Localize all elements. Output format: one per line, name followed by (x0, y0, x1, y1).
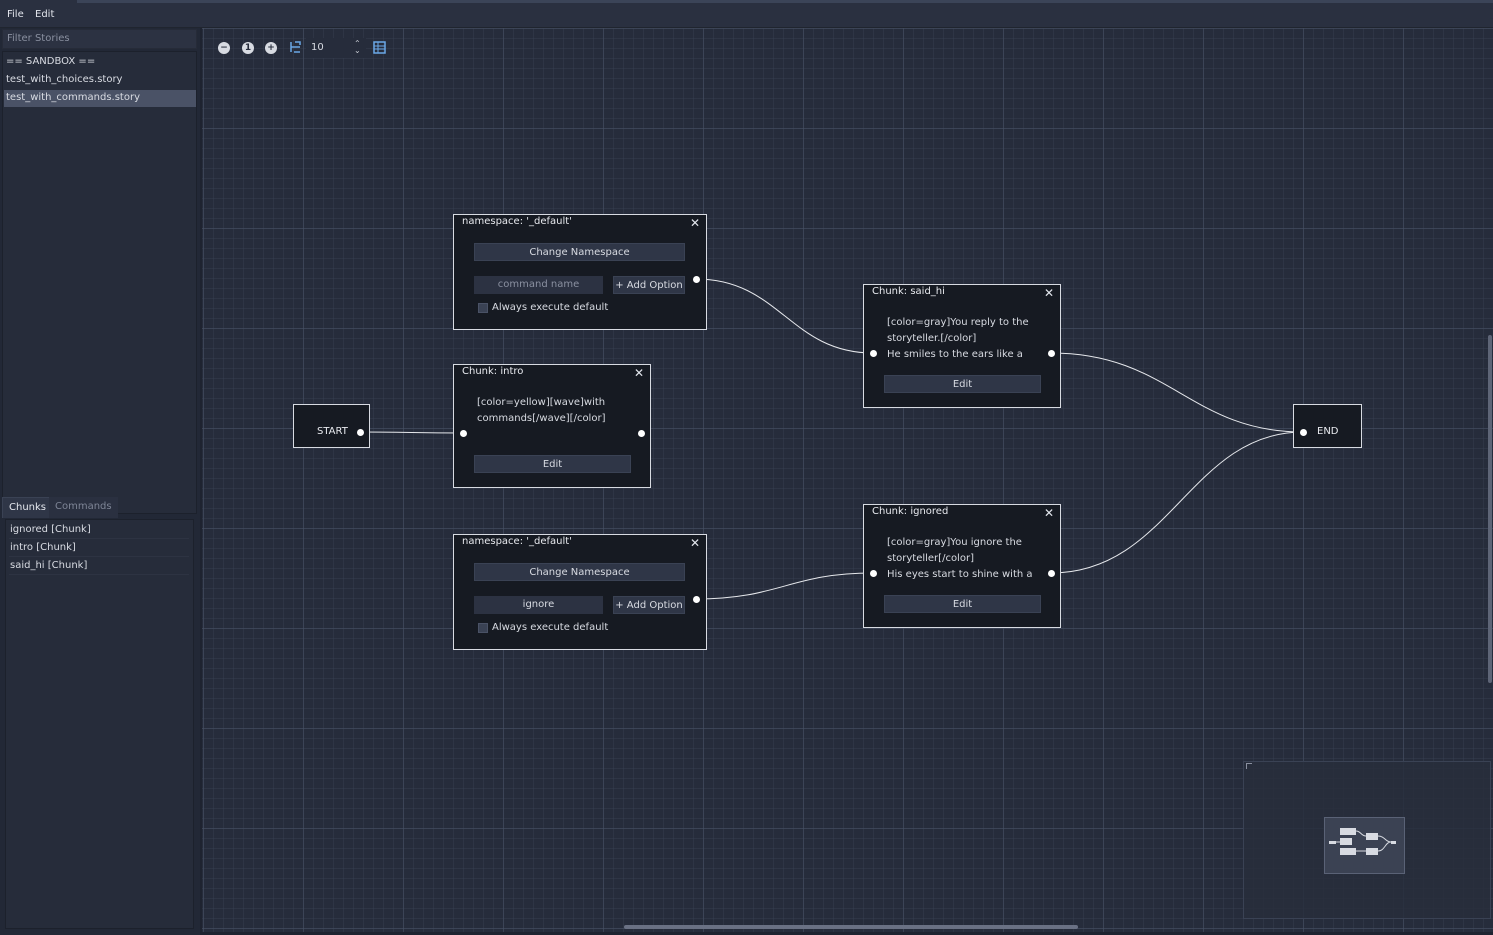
always-default-label: Always execute default (492, 622, 609, 633)
output-port[interactable] (693, 276, 700, 283)
horizontal-scrollbar[interactable] (624, 925, 1078, 929)
command-name-input[interactable]: command name (474, 276, 603, 294)
chunk-list[interactable]: ignored [Chunk] intro [Chunk] said_hi [C… (5, 519, 194, 929)
node-title: Chunk: said_hi (872, 286, 945, 297)
node-title: Chunk: ignored (872, 506, 949, 517)
input-port[interactable] (460, 430, 467, 437)
list-item[interactable]: said_hi [Chunk] (9, 557, 189, 575)
chunk-text: [color=yellow][wave]with commands[/wave]… (477, 397, 606, 424)
output-port[interactable] (1048, 570, 1055, 577)
start-label: START (317, 426, 348, 437)
vertical-scrollbar[interactable] (1488, 335, 1492, 683)
story-item-sandbox[interactable]: == SANDBOX == (6, 56, 96, 67)
change-namespace-button[interactable]: Change Namespace (474, 563, 685, 581)
input-port[interactable] (1300, 429, 1307, 436)
story-item-commands[interactable]: test_with_commands.story (4, 90, 196, 107)
spin-arrows-icon[interactable]: ⌃⌄ (354, 39, 361, 55)
start-node[interactable]: START (293, 404, 370, 448)
minimap-icon[interactable] (373, 41, 386, 54)
edit-button[interactable]: Edit (884, 595, 1041, 613)
minimap-preview (1329, 828, 1396, 855)
close-icon[interactable]: ✕ (689, 216, 700, 230)
minimap-resize-handle[interactable] (1246, 763, 1252, 769)
edit-button[interactable]: Edit (884, 375, 1041, 393)
list-item[interactable]: intro [Chunk] (9, 539, 189, 557)
minimap[interactable] (1243, 761, 1491, 919)
output-port[interactable] (357, 429, 364, 436)
menu-bar: File Edit (0, 0, 1493, 28)
snap-step-input[interactable]: 10 (306, 38, 366, 58)
always-default-checkbox[interactable] (478, 623, 488, 633)
change-namespace-button[interactable]: Change Namespace (474, 243, 685, 261)
output-port[interactable] (1048, 350, 1055, 357)
sidebar-tabs: Chunks Commands (2, 497, 197, 519)
menu-file[interactable]: File (7, 9, 24, 20)
chunk-node-ignored[interactable]: Chunk: ignored ✕ [color=gray]You ignore … (863, 504, 1061, 628)
menu-edit[interactable]: Edit (35, 9, 55, 20)
close-icon[interactable]: ✕ (689, 536, 700, 550)
chunk-node-intro[interactable]: Chunk: intro ✕ [color=yellow][wave]with … (453, 364, 651, 488)
input-port[interactable] (870, 350, 877, 357)
zoom-in-icon[interactable]: + (265, 42, 277, 54)
end-label: END (1317, 426, 1339, 437)
add-option-button[interactable]: + Add Option (613, 276, 685, 294)
output-port[interactable] (638, 430, 645, 437)
chunk-text: [color=gray]You reply to the storyteller… (887, 317, 1029, 360)
command-name-input[interactable]: ignore (474, 596, 603, 614)
zoom-reset-icon[interactable]: 1 (242, 42, 254, 54)
zoom-out-icon[interactable]: − (218, 42, 230, 54)
story-list[interactable]: == SANDBOX == test_with_choices.story te… (2, 51, 197, 514)
chunk-node-said-hi[interactable]: Chunk: said_hi ✕ [color=gray]You reply t… (863, 284, 1061, 408)
add-option-button[interactable]: + Add Option (613, 596, 685, 614)
namespace-node[interactable]: namespace: '_default' ✕ Change Namespace… (453, 534, 707, 650)
end-node[interactable]: END (1293, 404, 1362, 448)
minimap-viewport[interactable] (1324, 817, 1405, 874)
edit-button[interactable]: Edit (474, 455, 631, 473)
close-icon[interactable]: ✕ (1043, 506, 1054, 520)
close-icon[interactable]: ✕ (1043, 286, 1054, 300)
snap-grid-icon[interactable] (289, 41, 302, 54)
node-title: Chunk: intro (462, 366, 524, 377)
tab-commands[interactable]: Commands (49, 497, 118, 518)
node-title: namespace: '_default' (462, 216, 572, 227)
chunk-text: [color=gray]You ignore the storyteller[/… (887, 537, 1033, 580)
sidebar: Filter Stories == SANDBOX == test_with_c… (0, 28, 200, 935)
always-default-label: Always execute default (492, 302, 609, 313)
filter-stories-input[interactable]: Filter Stories (2, 29, 197, 49)
output-port[interactable] (693, 596, 700, 603)
list-item[interactable]: ignored [Chunk] (9, 521, 189, 539)
input-port[interactable] (870, 570, 877, 577)
namespace-node[interactable]: namespace: '_default' ✕ Change Namespace… (453, 214, 707, 330)
close-icon[interactable]: ✕ (633, 366, 644, 380)
story-item-choices[interactable]: test_with_choices.story (6, 74, 123, 85)
node-title: namespace: '_default' (462, 536, 572, 547)
always-default-checkbox[interactable] (478, 303, 488, 313)
title-strip (77, 0, 1493, 3)
